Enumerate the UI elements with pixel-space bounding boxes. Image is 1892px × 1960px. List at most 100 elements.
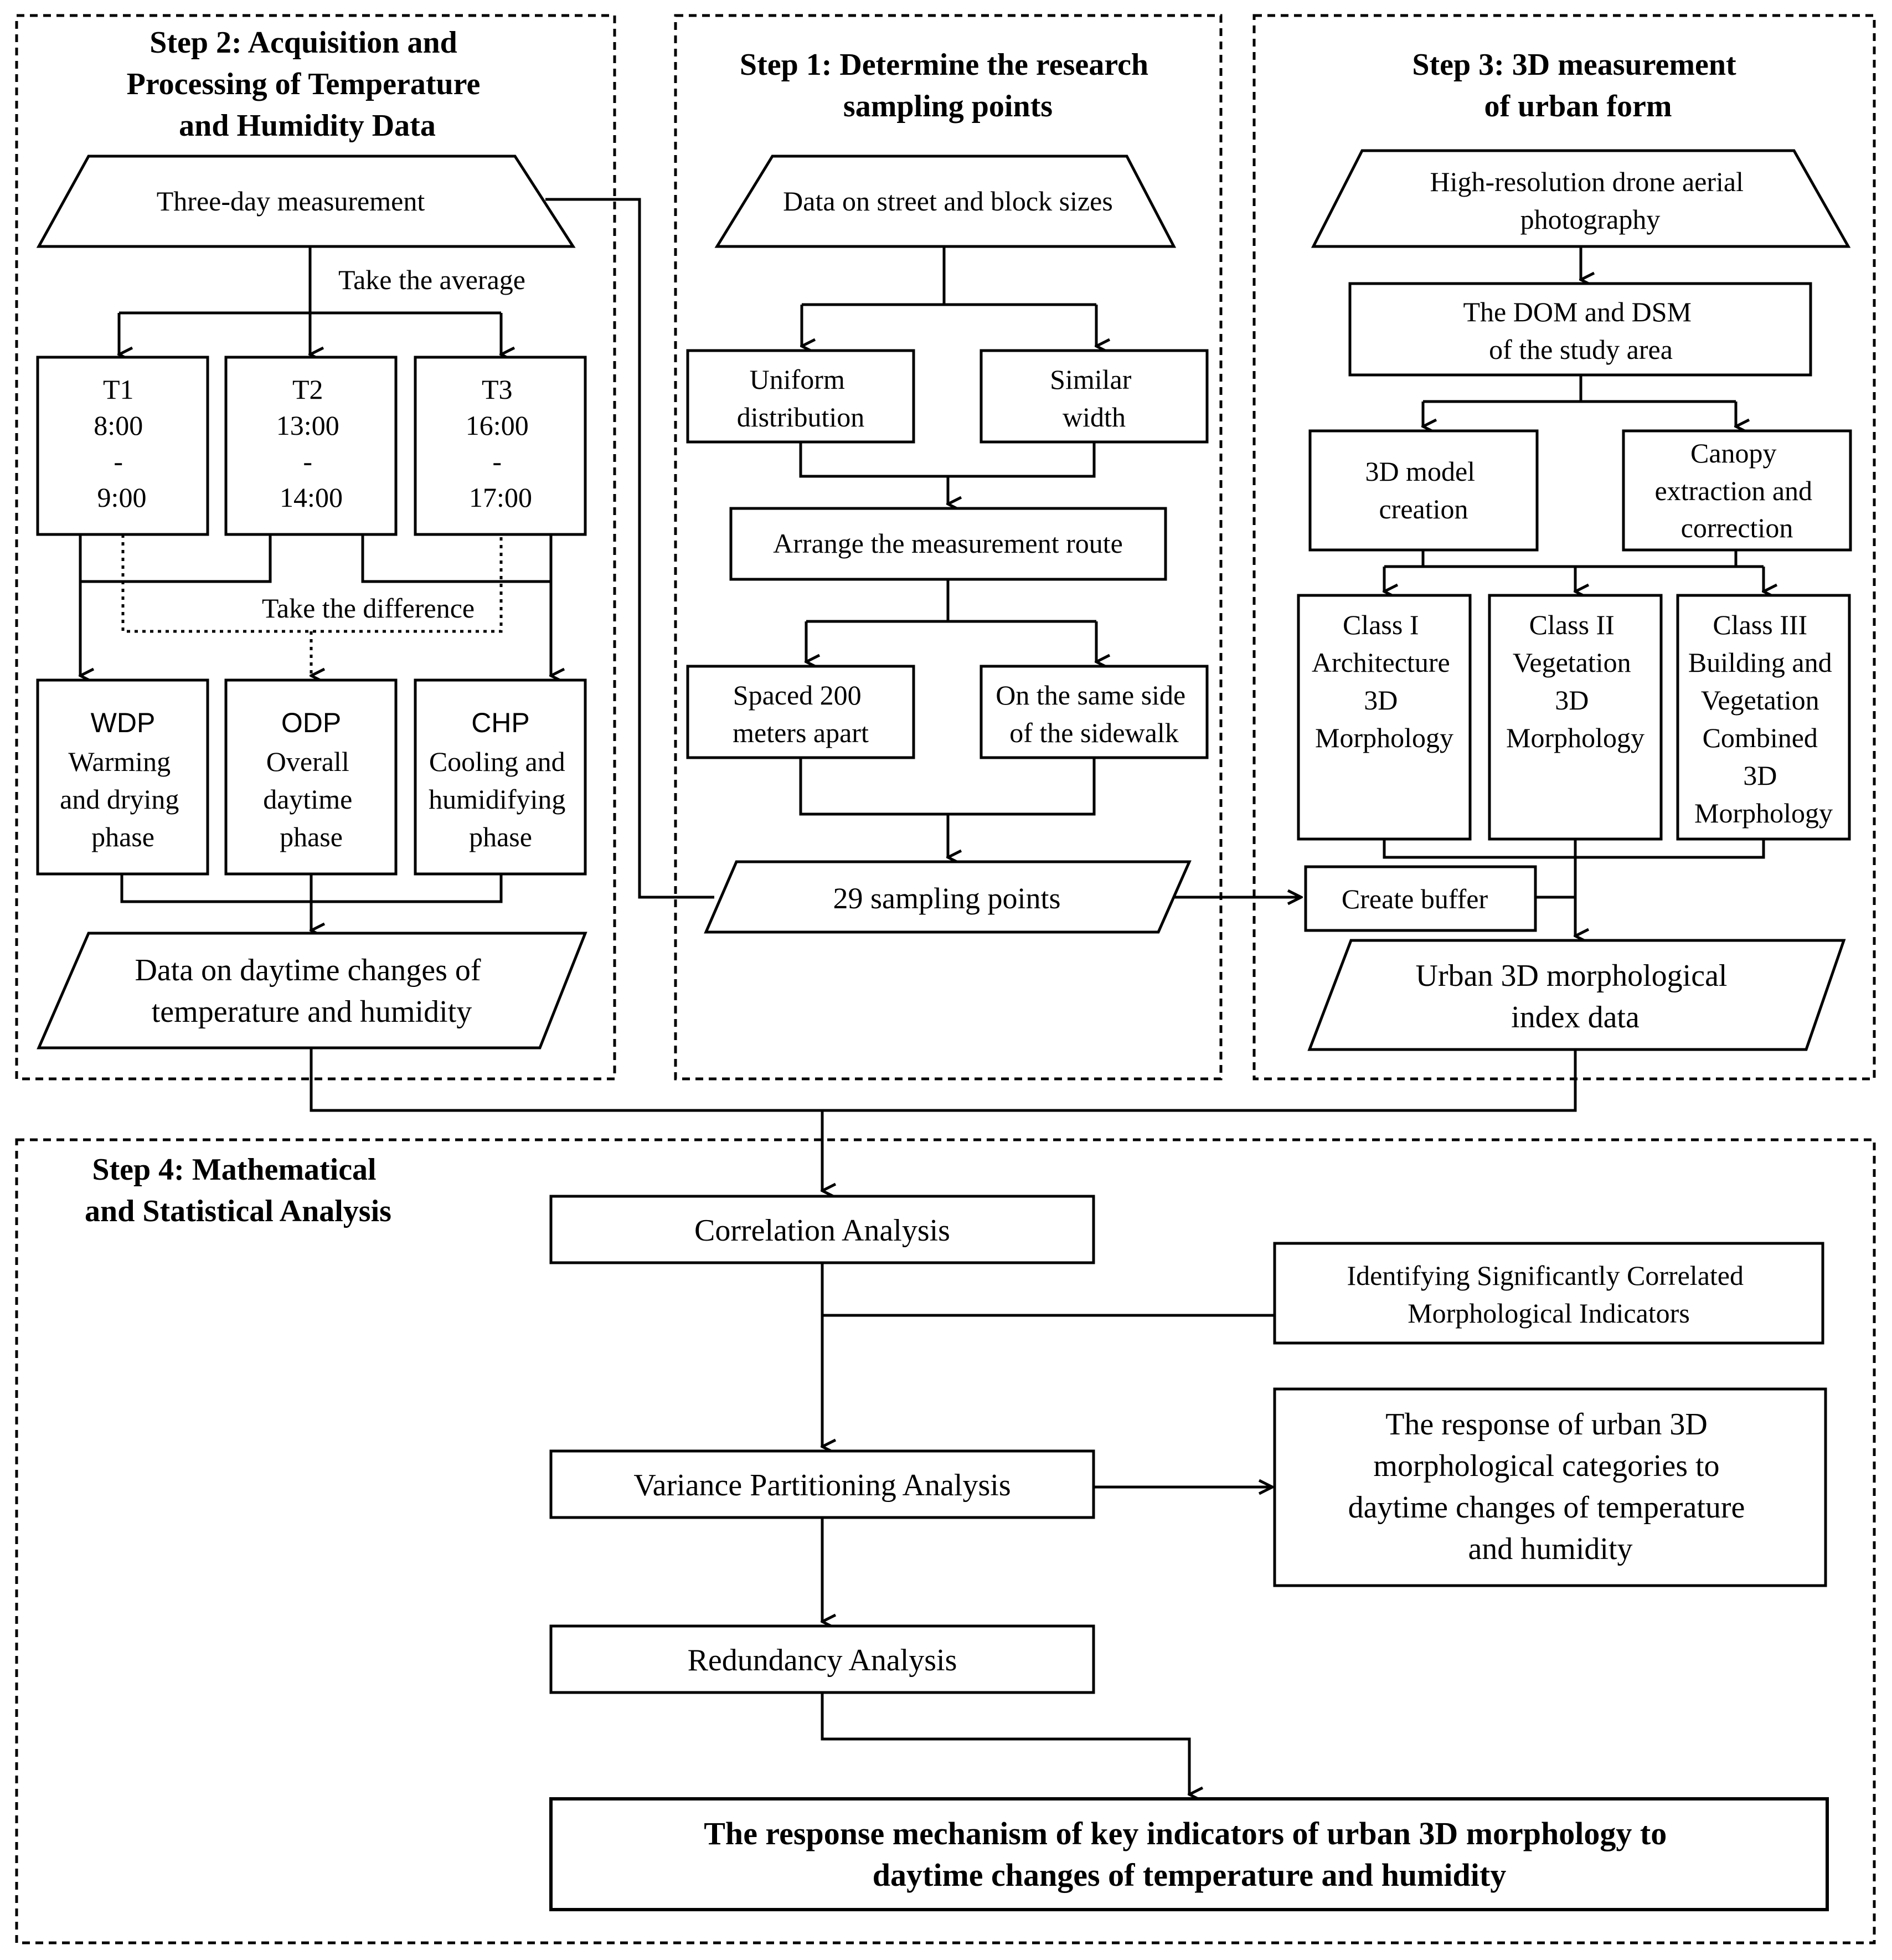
step2-title: Step 2: Acquisition and Processing of Te…: [127, 25, 488, 143]
phase-odp-line: daytime: [263, 784, 352, 815]
class-2-line: Morphology: [1506, 722, 1644, 753]
three-day-measurement-node: [36, 155, 576, 248]
connector: [545, 198, 714, 899]
response-categories-box: [1273, 1387, 1827, 1587]
dom-dsm-text: The DOM and DSM of the study area: [1463, 296, 1699, 365]
model-creation-line: creation: [1379, 493, 1468, 524]
step1-frame: [674, 14, 1223, 1081]
phase-chp-box: [414, 678, 587, 876]
phase-chp-line: phase: [469, 821, 532, 852]
period-t2-line: 13:00: [276, 410, 339, 441]
class-2-text: Class II Vegetation 3D Morphology: [1506, 609, 1644, 753]
class-2-line: Class II: [1529, 609, 1615, 640]
connector: [799, 758, 1096, 816]
model-creation-box: [1308, 429, 1539, 552]
response-mechanism-text: The response mechanism of key indicators…: [704, 1815, 1674, 1893]
sampling-points-node: [704, 860, 1192, 934]
class-2-line: 3D: [1555, 685, 1589, 716]
period-t2-text: T2 13:00 - 14:00: [276, 374, 346, 513]
difference-label-bg: [239, 591, 497, 626]
connector: [310, 1048, 1577, 1112]
model-creation-line: 3D model: [1365, 456, 1475, 487]
uniform-distribution-line: Uniform: [750, 364, 845, 395]
identify-indicators-line: Identifying Significantly Correlated: [1347, 1260, 1744, 1291]
canopy-extraction-text: Canopy extraction and correction: [1654, 438, 1819, 543]
connector: [799, 442, 1096, 478]
period-t1-text: T1 8:00 - 9:00: [94, 374, 149, 513]
phase-chp-line: CHP: [471, 707, 530, 738]
street-block-data-label: Data on street and block sizes: [783, 186, 1113, 217]
three-day-measurement-label: Three-day measurement: [157, 186, 425, 217]
variance-partitioning-label: Variance Partitioning Analysis: [633, 1468, 1011, 1503]
similar-width-box: [979, 349, 1209, 444]
period-t3-box: [414, 356, 587, 536]
class-2-line: Vegetation: [1513, 647, 1631, 678]
same-side-sidewalk-line: of the sidewalk: [1009, 717, 1178, 748]
step3-frame: [1252, 14, 1876, 1081]
canopy-extraction-box: [1622, 429, 1852, 552]
drone-photography-node: [1311, 149, 1851, 248]
step4-frame: [15, 1138, 1876, 1944]
step2-title-line: Processing of Temperature: [127, 67, 481, 101]
similar-width-text: Similar width: [1050, 364, 1138, 433]
daytime-changes-data-text: Data on daytime changes of temperature a…: [135, 953, 488, 1029]
class-3-text: Class III Building and Vegetation Combin…: [1688, 609, 1839, 829]
connector: [361, 534, 551, 583]
class-3-line: 3D: [1743, 760, 1777, 791]
period-t2-box: [224, 356, 398, 536]
response-mechanism-line: The response mechanism of key indicators…: [704, 1815, 1667, 1851]
phase-odp-line: Overall: [266, 746, 349, 777]
uniform-distribution-line: distribution: [737, 402, 865, 433]
phase-odp-desc: Overall daytime phase: [263, 746, 359, 852]
drone-photography-line: High-resolution drone aerial: [1430, 166, 1744, 197]
measurement-route-label: Arrange the measurement route: [773, 528, 1123, 559]
step1-title: Step 1: Determine the research sampling …: [740, 48, 1156, 124]
similar-width-line: width: [1063, 402, 1126, 433]
identify-indicators-line: Morphological Indicators: [1408, 1298, 1690, 1329]
period-t3-line: 17:00: [469, 482, 532, 513]
phase-wdp-line: phase: [91, 821, 154, 852]
model-creation-text: 3D model creation: [1365, 456, 1482, 524]
class-3-line: Vegetation: [1701, 685, 1819, 716]
class-3-line: Class III: [1713, 609, 1807, 640]
take-average-label: Take the average: [338, 264, 525, 295]
phase-wdp-text: WDP: [91, 707, 156, 738]
class-1-line: 3D: [1364, 685, 1398, 716]
period-t3-line: 16:00: [466, 410, 529, 441]
difference-connector: [121, 534, 503, 633]
step2-title-line: and Humidity Data: [179, 109, 436, 143]
phase-wdp-line: and drying: [60, 784, 179, 815]
class-3-line: Combined: [1703, 722, 1818, 753]
canopy-extraction-line: Canopy: [1690, 438, 1777, 469]
identify-indicators-text: Identifying Significantly Correlated Mor…: [1347, 1260, 1751, 1329]
phase-chp-line: Cooling and: [429, 746, 565, 777]
dom-dsm-line: The DOM and DSM: [1463, 296, 1692, 327]
urban-3d-index-text: Urban 3D morphological index data: [1416, 959, 1735, 1035]
phase-wdp-box: [36, 678, 209, 876]
correlation-analysis-box: [549, 1195, 1095, 1264]
response-categories-line: and humidity: [1468, 1532, 1632, 1566]
response-categories-line: daytime changes of temperature: [1348, 1490, 1745, 1525]
connector: [1421, 550, 1738, 568]
step3-title-line: of urban form: [1484, 89, 1672, 124]
same-side-sidewalk-text: On the same side of the sidewalk: [996, 680, 1192, 748]
class-3-line: Morphology: [1694, 798, 1833, 829]
street-block-data-node: [714, 155, 1177, 248]
phase-odp-line: ODP: [281, 707, 341, 738]
correlation-analysis-label: Correlation Analysis: [694, 1213, 950, 1248]
variance-partitioning-box: [549, 1449, 1095, 1519]
phase-odp-line: phase: [280, 821, 343, 852]
similar-width-line: Similar: [1050, 364, 1132, 395]
phase-chp-desc: Cooling and humidifying phase: [429, 746, 573, 852]
period-t2-line: T2: [292, 374, 323, 405]
class-1-line: Architecture: [1312, 647, 1450, 678]
step4-title-line: Step 4: Mathematical: [92, 1153, 376, 1187]
period-t1-line: -: [114, 446, 123, 477]
phase-odp-box: [224, 678, 398, 876]
class-1-box: [1297, 594, 1472, 841]
same-side-sidewalk-line: On the same side: [996, 680, 1185, 711]
class-1-text: Class I Architecture 3D Morphology: [1312, 609, 1457, 753]
canopy-extraction-line: correction: [1681, 512, 1793, 543]
class-2-box: [1488, 594, 1663, 841]
